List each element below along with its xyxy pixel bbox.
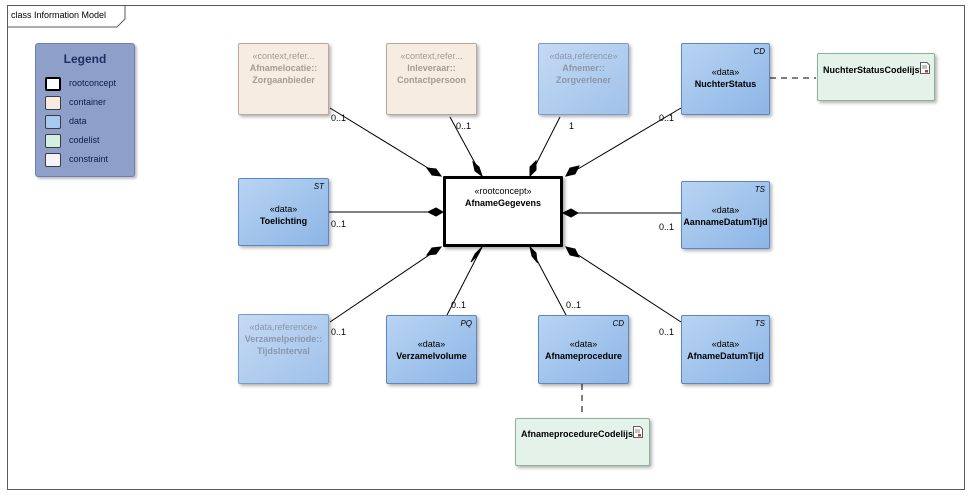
class-inleveraar-contactpersoon[interactable]: «context,refer... Inleveraar:: Contactpe… — [386, 43, 477, 115]
diamond-nuchterstatus — [565, 165, 580, 177]
diamond-verzamelvolume — [470, 246, 483, 263]
diamond-afnameprocedure — [529, 245, 538, 264]
codelist-afnameprocedure[interactable]: AfnameprocedureCodelijst — [515, 418, 650, 466]
multiplicity-afnameprocedure: 0..1 — [566, 300, 582, 310]
legend-title: Legend — [63, 52, 107, 66]
codelist-name: AfnameprocedureCodelijst — [521, 429, 637, 439]
legend: Legend rootconcept container data codeli… — [35, 43, 135, 177]
multiplicity-afnemer: 1 — [569, 121, 575, 131]
association-verzamelvolume — [446, 246, 483, 316]
stereotype-label: «data,reference» — [249, 322, 318, 332]
class-afnamegegevens-root[interactable]: «rootconcept» AfnameGegevens — [443, 176, 563, 247]
diagram-frame — [7, 5, 965, 490]
legend-item-container: container — [45, 96, 133, 112]
datatype-tag: TS — [754, 185, 765, 194]
diamond-afnamedatumtijd — [565, 246, 580, 258]
datatype-tag: PQ — [460, 319, 472, 328]
datatype-tag: ST — [313, 182, 324, 191]
multiplicity-afnamedatumtijd: 0..1 — [659, 327, 675, 337]
class-name: Contactpersoon — [396, 75, 466, 85]
codelist-name: NuchterStatusCodelijst — [823, 65, 923, 75]
class-afnemer-zorgverlener[interactable]: «data,reference» Afnemer:: Zorgverlener — [538, 43, 629, 115]
legend-swatch — [45, 153, 61, 167]
stereotype-label: «data» — [569, 339, 598, 349]
multiplicity-nuchterstatus: 0..1 — [659, 113, 675, 123]
class-verzamelvolume[interactable]: PQ «data» Verzamelvolume — [386, 315, 477, 384]
multiplicity-afnamelocatie: 0..1 — [331, 113, 347, 123]
stereotype-label: «data» — [417, 339, 446, 349]
legend-label: data — [69, 116, 87, 126]
legend-label: constraint — [69, 154, 109, 164]
multiplicity-verzamelperiode: 0..1 — [331, 327, 347, 337]
stereotype-label: «context,refer... — [400, 51, 463, 61]
class-afnamelocatie-zorgaanbieder[interactable]: «context,refer... Afnamelocatie:: Zorgaa… — [238, 43, 329, 115]
legend-swatch — [45, 96, 61, 110]
multiplicity-toelichting: 0..1 — [331, 219, 347, 229]
datatype-tag: TS — [754, 319, 765, 328]
class-nuchterstatus[interactable]: CD «data» NuchterStatus — [681, 43, 770, 115]
document-icon — [920, 62, 930, 74]
legend-item-constraint: constraint — [45, 153, 133, 169]
class-name: NuchterStatus — [694, 79, 757, 89]
stereotype-label: «data» — [269, 204, 298, 214]
class-afnameprocedure[interactable]: CD «data» Afnameprocedure — [538, 315, 629, 384]
class-verzamelperiode-tijdsinterval[interactable]: «data,reference» Verzamelperiode:: Tijds… — [238, 314, 329, 384]
multiplicity-aannamedatumtijd: 0..1 — [659, 222, 675, 232]
class-name: Afnameprocedure — [544, 351, 623, 361]
association-verzamelperiode — [329, 246, 442, 323]
datatype-tag: CD — [612, 319, 624, 328]
stereotype-label: «data» — [711, 339, 740, 349]
class-name: TijdsInterval — [257, 346, 310, 356]
legend-swatch — [45, 115, 61, 129]
codelist-nuchterstatus[interactable]: NuchterStatusCodelijst — [817, 53, 935, 101]
class-name: Verzamelperiode:: — [244, 334, 323, 344]
diamond-inleveraar — [472, 160, 483, 178]
legend-item-data: data — [45, 115, 133, 131]
multiplicity-inleveraar: 0..1 — [456, 121, 472, 131]
stereotype-label: «data,reference» — [549, 51, 618, 61]
frame-title-tab — [7, 5, 126, 28]
legend-label: container — [69, 97, 107, 107]
legend-item-codelist: codelist — [45, 134, 133, 150]
class-name: Toelichting — [259, 216, 308, 226]
class-aannamedatumtijd[interactable]: TS «data» AannameDatumTijd — [681, 181, 770, 249]
class-name: Inleveraar:: — [407, 63, 456, 73]
datatype-tag: CD — [753, 47, 765, 56]
stereotype-label: «data» — [711, 205, 740, 215]
association-afnamedatumtijd — [565, 246, 682, 323]
stereotype-label: «data» — [711, 67, 740, 77]
class-name: Zorgaanbieder — [252, 75, 315, 85]
class-toelichting[interactable]: ST «data» Toelichting — [238, 178, 329, 246]
stereotype-label: «rootconcept» — [474, 186, 532, 196]
class-name: Verzamelvolume — [396, 351, 467, 361]
class-name: AannameDatumTijd — [683, 217, 768, 227]
class-name: Zorgverlener — [555, 75, 612, 85]
diamond-aannamedatumtijd — [561, 208, 580, 218]
class-name: Afnamelocatie:: — [249, 63, 318, 73]
document-icon — [633, 426, 643, 438]
diamond-afnamelocatie — [425, 167, 443, 177]
stereotype-label: «context,refer... — [252, 51, 315, 61]
diamond-toelichting — [426, 207, 445, 217]
association-nuchterstatus — [565, 107, 682, 177]
legend-item-rootconcept: rootconcept — [45, 77, 133, 93]
diamond-verzamelperiode — [425, 246, 443, 256]
legend-swatch — [45, 77, 61, 91]
class-name: AfnameGegevens — [464, 198, 542, 208]
frame-title: class Information Model — [11, 10, 107, 20]
class-name: AfnameDatumTijd — [687, 351, 764, 361]
legend-label: codelist — [69, 135, 100, 145]
class-afnamedatumtijd[interactable]: TS «data» AfnameDatumTijd — [681, 315, 770, 384]
multiplicity-verzamelvolume: 0..1 — [451, 300, 467, 310]
diamond-afnemer — [529, 159, 537, 178]
class-name: Afnemer:: — [562, 63, 605, 73]
association-afnamelocatie — [329, 107, 442, 177]
legend-swatch — [45, 134, 61, 148]
legend-label: rootconcept — [69, 78, 117, 88]
